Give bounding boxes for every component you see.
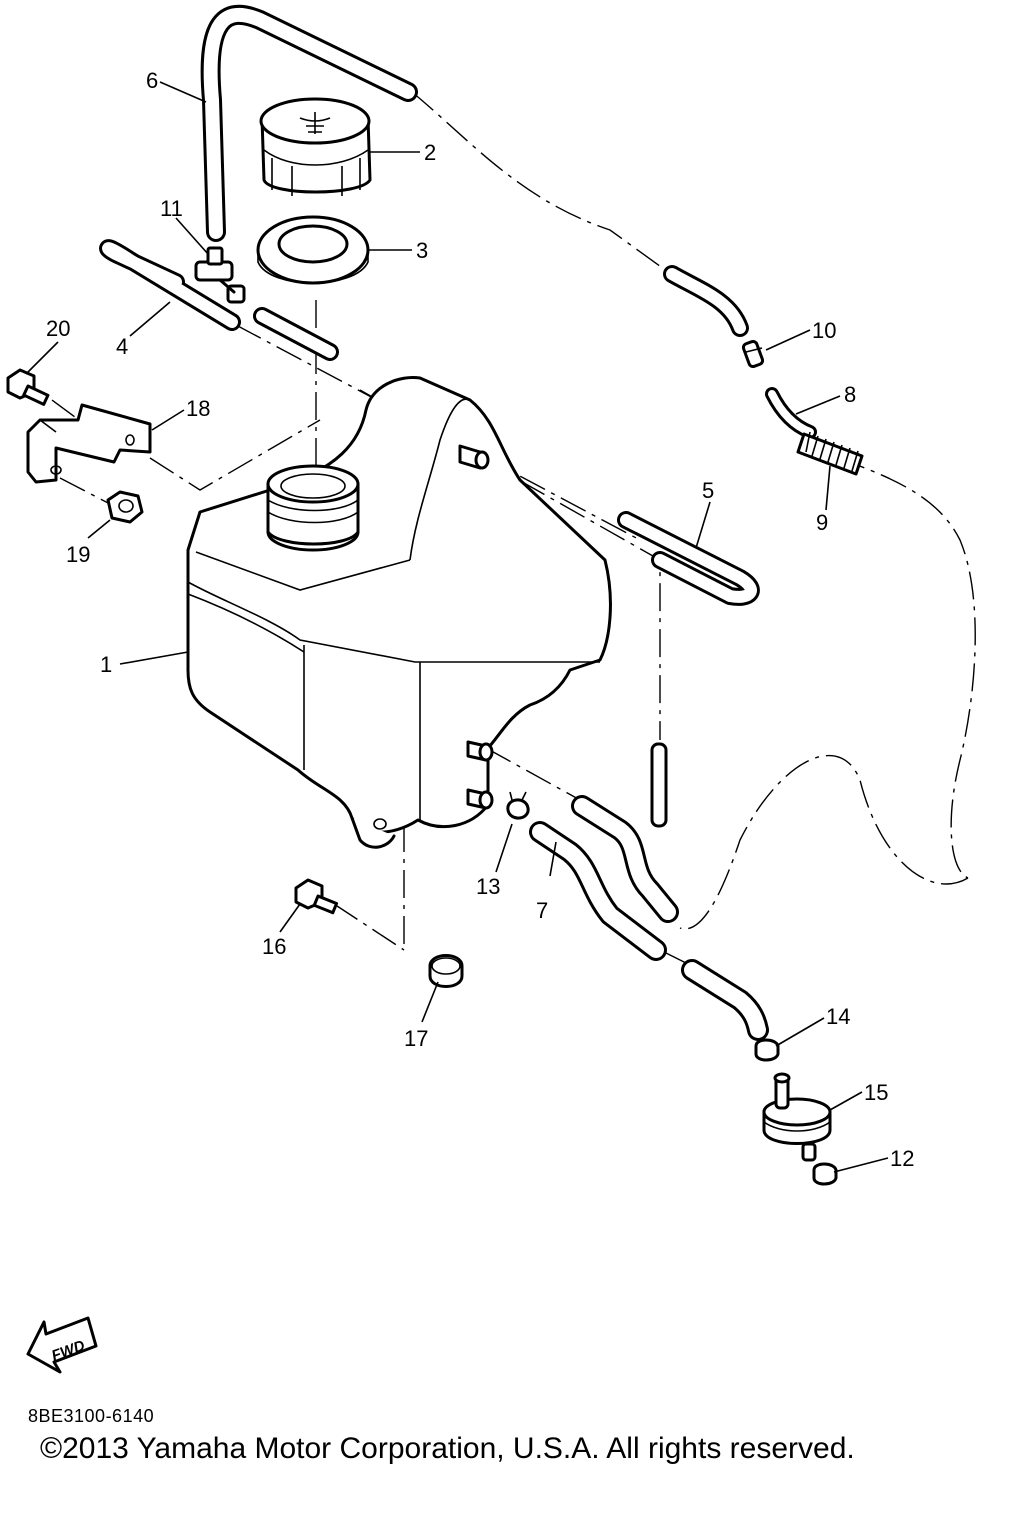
part-12-clip[interactable] <box>812 1162 838 1186</box>
part-20-bolt[interactable] <box>6 368 50 406</box>
callout-2: 2 <box>424 140 436 165</box>
part-10-joint[interactable] <box>741 339 765 369</box>
upper-right-hose-segment[interactable] <box>663 265 749 337</box>
callout-18: 18 <box>186 396 210 421</box>
reference-code: 8BE3100-6140 <box>28 1406 155 1426</box>
part-18-bracket[interactable] <box>26 403 152 484</box>
part-16-bolt[interactable] <box>294 878 339 915</box>
callout-13: 13 <box>476 874 500 899</box>
part-7-hoses[interactable] <box>529 795 679 961</box>
callout-10: 10 <box>812 318 836 343</box>
callout-3: 3 <box>416 238 428 263</box>
part-14-clip[interactable] <box>754 1038 780 1062</box>
copyright-notice: ©2013 Yamaha Motor Corporation, U.S.A. A… <box>40 1432 855 1465</box>
callout-4: 4 <box>116 334 128 359</box>
part-9-spring[interactable] <box>796 431 864 476</box>
part-2-cap[interactable] <box>259 97 372 196</box>
callout-17: 17 <box>404 1026 428 1051</box>
callout-12: 12 <box>890 1146 914 1171</box>
leader-lines <box>25 81 889 1173</box>
part-13-clamp[interactable] <box>506 791 530 820</box>
callout-6: 6 <box>146 68 158 93</box>
vertical-hose-segment[interactable] <box>650 742 668 828</box>
short-hose-segment[interactable] <box>253 307 339 361</box>
callout-8: 8 <box>844 382 856 407</box>
callout-9: 9 <box>816 510 828 535</box>
part-3-gasket[interactable] <box>256 215 370 285</box>
callout-7: 7 <box>536 898 548 923</box>
callout-1: 1 <box>100 652 112 677</box>
part-4-hose[interactable] <box>99 239 241 331</box>
callout-5: 5 <box>702 478 714 503</box>
part-8-hose[interactable] <box>765 387 817 439</box>
callout-11: 11 <box>160 196 183 221</box>
callout-16: 16 <box>262 934 286 959</box>
part-5-hose[interactable] <box>617 511 760 606</box>
cap-emblem-icon <box>299 112 331 134</box>
part-17-grommet[interactable] <box>428 954 464 988</box>
callout-14: 14 <box>826 1004 850 1029</box>
lower-hose-segment[interactable] <box>681 959 769 1041</box>
callout-labels: 1 2 3 4 5 6 7 8 9 10 11 12 13 14 15 16 1… <box>46 68 914 1171</box>
part-15-filter[interactable] <box>762 1072 832 1162</box>
callout-19: 19 <box>66 542 90 567</box>
part-11-tee-joint[interactable] <box>194 246 246 304</box>
fwd-arrow-icon: FWD <box>26 1316 98 1374</box>
part-1-tank[interactable] <box>186 375 612 849</box>
part-6-hose[interactable] <box>200 4 418 242</box>
callout-15: 15 <box>864 1080 888 1105</box>
part-19-nut[interactable] <box>106 490 144 524</box>
callout-20: 20 <box>46 316 70 341</box>
